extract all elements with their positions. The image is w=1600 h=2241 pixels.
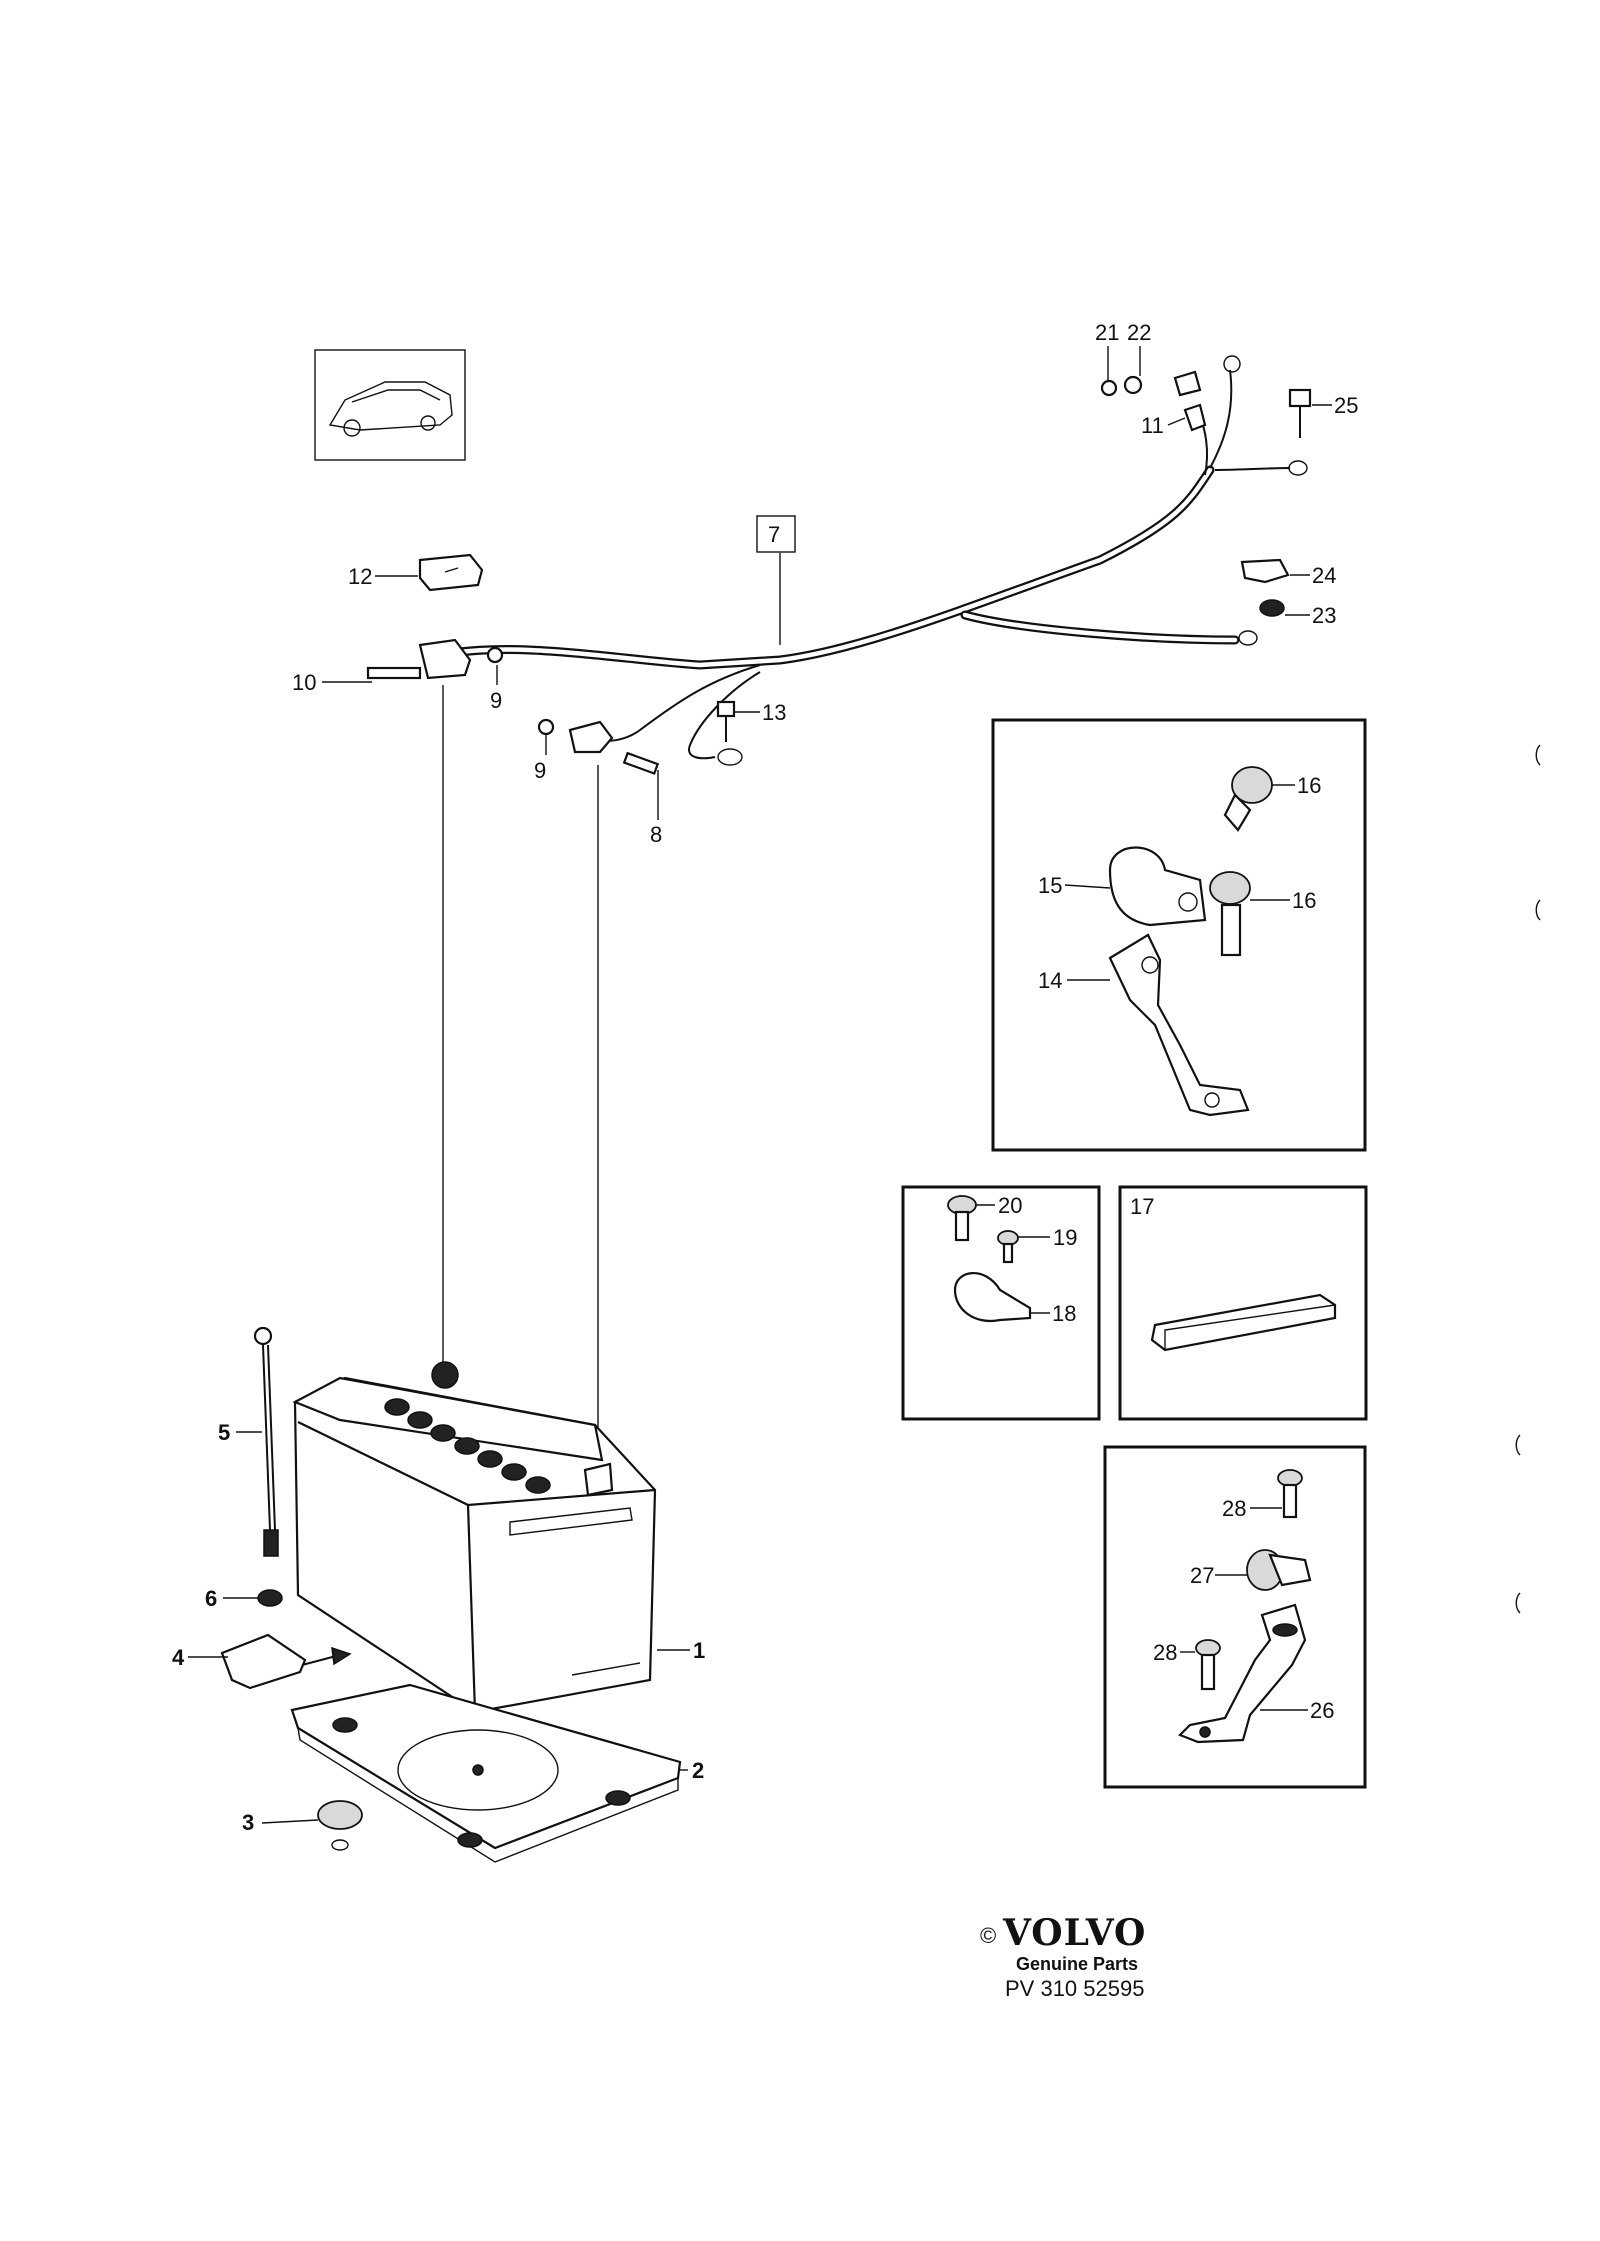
harness-ref-box	[756, 515, 796, 553]
screws-28	[1195, 1469, 1303, 1691]
leader-lines-box2	[976, 1204, 1050, 1314]
label-28b: 28	[1153, 1640, 1177, 1665]
label-11: 11	[1141, 413, 1164, 438]
screw-19-20	[947, 1195, 1019, 1264]
label-8: 8	[650, 822, 662, 847]
label-5: 5	[218, 1420, 230, 1445]
label-16b: 16	[1292, 888, 1316, 913]
terminal-cap-24	[1240, 558, 1290, 617]
label-17: 17	[1130, 1194, 1154, 1219]
label-10: 10	[292, 670, 316, 695]
channel-17	[1150, 1293, 1337, 1352]
washer-6	[257, 1589, 283, 1607]
detail-box-18-20	[901, 1185, 1101, 1421]
label-15: 15	[1038, 873, 1062, 898]
bolt-13	[716, 700, 736, 742]
label-6: 6	[205, 1586, 217, 1611]
battery	[292, 1361, 657, 1714]
label-13: 13	[762, 700, 786, 725]
clip-15	[1108, 846, 1207, 927]
detail-box-14-16	[991, 718, 1367, 1152]
label-7: 7	[768, 522, 780, 547]
hold-down-clamp	[220, 1633, 352, 1690]
leader-lines-box1	[1064, 784, 1295, 981]
nut-washer-group	[1100, 370, 1207, 432]
part-number: PV 310 52595	[1005, 1976, 1144, 2001]
clip-18	[953, 1272, 1032, 1323]
bracket-26	[1178, 1603, 1307, 1744]
label-16a: 16	[1297, 773, 1321, 798]
label-18: 18	[1052, 1301, 1076, 1326]
label-28a: 28	[1222, 1496, 1246, 1521]
bolts-16	[1209, 766, 1273, 957]
bolt-25	[1288, 388, 1312, 438]
label-19: 19	[1053, 1225, 1077, 1250]
label-26: 26	[1310, 1698, 1334, 1723]
detail-box-17	[1118, 1185, 1368, 1421]
brand-logo: VOLVO	[1002, 1912, 1146, 1954]
label-21: 21	[1095, 320, 1119, 345]
wire-harness	[435, 355, 1308, 766]
terminal-clamp-positive	[366, 638, 504, 680]
label-9a: 9	[490, 688, 502, 713]
label-22: 22	[1127, 320, 1151, 345]
brand-footer: © VOLVO Genuine Parts PV 310 52595	[980, 1912, 1146, 2001]
hold-down-rod	[253, 1326, 279, 1557]
label-4: 4	[172, 1645, 185, 1670]
battery-terminal-cover	[418, 553, 484, 592]
tray-plug	[317, 1800, 363, 1851]
copyright-symbol: ©	[980, 1923, 996, 1948]
label-9b: 9	[534, 758, 546, 783]
part-labels: 1 2 3 4 5 6 7 8 9 9 10 11 12 13 14 15 16…	[172, 320, 1358, 1835]
label-12: 12	[348, 564, 372, 589]
label-14: 14	[1038, 968, 1062, 993]
tagline: Genuine Parts	[1016, 1954, 1138, 1974]
label-25: 25	[1334, 393, 1358, 418]
bracket-14	[1108, 933, 1250, 1117]
battery-tray	[290, 1683, 682, 1863]
leader-lines-box4	[1180, 1507, 1308, 1711]
label-23: 23	[1312, 603, 1336, 628]
margin-marks	[1515, 744, 1541, 1614]
leader-lines-battery	[188, 1431, 690, 1824]
terminal-clamp-negative	[537, 718, 660, 775]
detail-box-26-28	[1103, 1445, 1367, 1789]
leader-lines-top	[322, 346, 1332, 820]
label-24: 24	[1312, 563, 1336, 588]
label-3: 3	[242, 1810, 254, 1835]
label-1: 1	[693, 1638, 705, 1663]
label-2: 2	[692, 1758, 704, 1783]
car-thumbnail	[314, 349, 466, 461]
label-27: 27	[1190, 1563, 1214, 1588]
label-20: 20	[998, 1193, 1022, 1218]
clip-27	[1246, 1549, 1312, 1591]
